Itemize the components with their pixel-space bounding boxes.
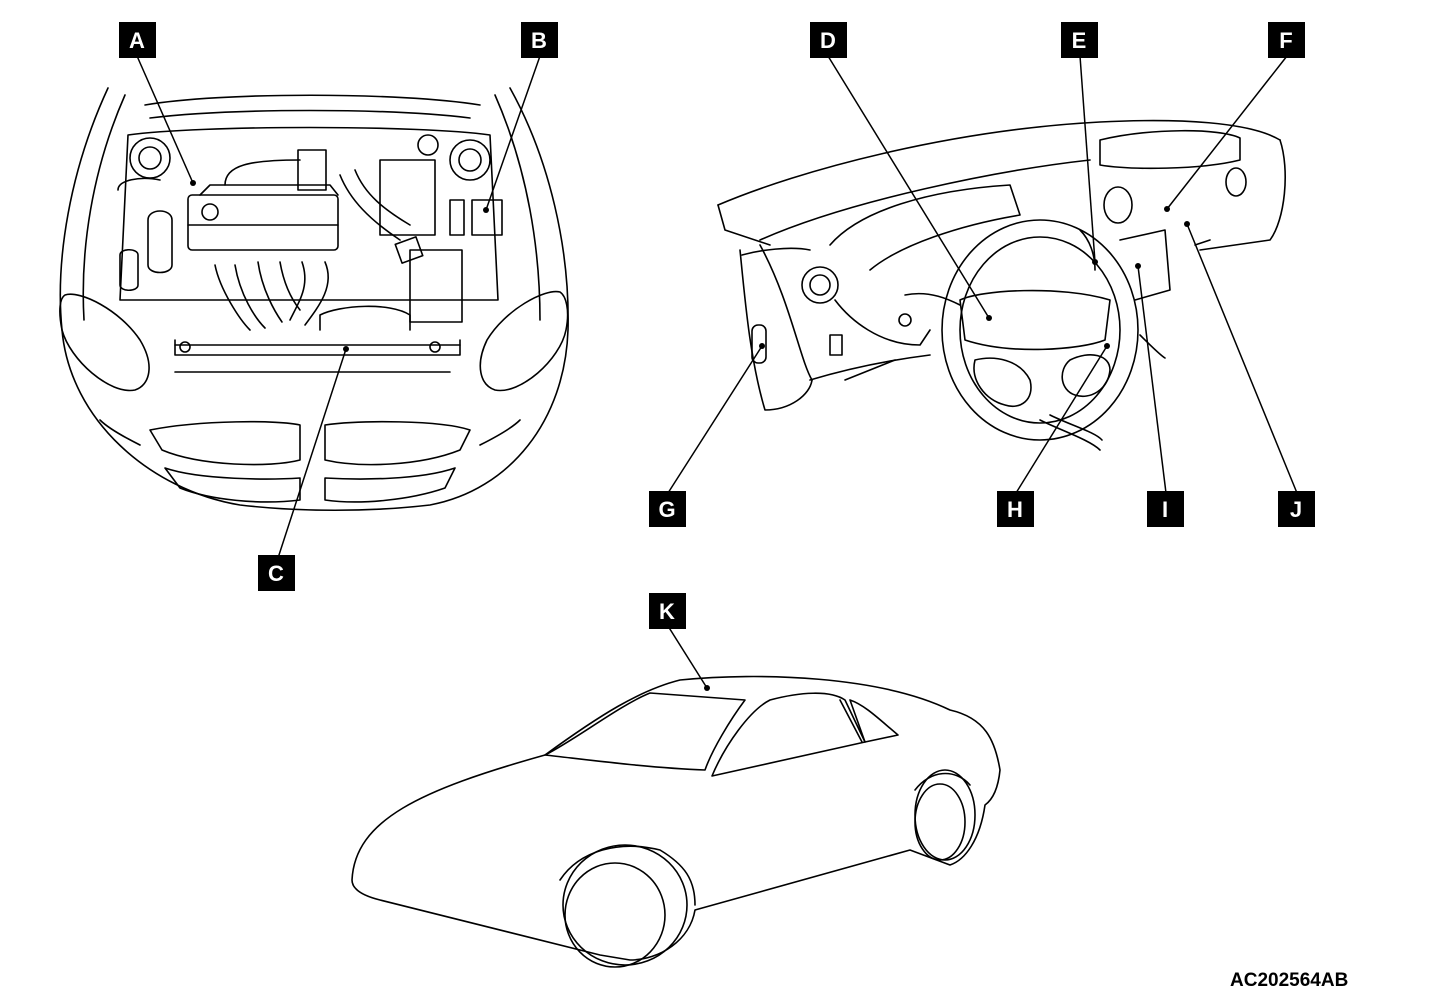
leader-dot-A xyxy=(190,180,196,186)
leader-line-E xyxy=(1079,55,1096,263)
callout-E: E xyxy=(1061,22,1098,58)
leader-dot-I xyxy=(1135,263,1141,269)
leader-dot-D xyxy=(986,315,992,321)
leader-line-A xyxy=(136,55,194,184)
callout-C-text: C xyxy=(268,561,284,586)
callout-I-text: I xyxy=(1162,497,1168,522)
leader-line-D xyxy=(827,55,990,319)
callout-F: F xyxy=(1268,22,1305,58)
instrument-panel-illustration xyxy=(717,119,1286,451)
callout-A-text: A xyxy=(129,28,145,53)
leader-line-G xyxy=(667,345,763,494)
callout-G-text: G xyxy=(658,497,675,522)
callout-K: K xyxy=(649,593,686,629)
callout-D-text: D xyxy=(820,28,836,53)
leader-dot-B xyxy=(483,207,489,213)
leader-dot-C xyxy=(343,346,349,352)
callout-F-text: F xyxy=(1279,28,1292,53)
leader-line-B xyxy=(485,55,541,211)
leader-line-K xyxy=(667,625,708,689)
callout-A: A xyxy=(119,22,156,58)
callout-I: I xyxy=(1147,491,1184,527)
callout-H: H xyxy=(997,491,1034,527)
leader-line-F xyxy=(1166,55,1288,210)
leader-line-H xyxy=(1015,345,1108,494)
callout-J: J xyxy=(1278,491,1315,527)
callout-K-text: K xyxy=(659,599,675,624)
callout-D: D xyxy=(810,22,847,58)
callout-C: C xyxy=(258,555,295,591)
engine-compartment-illustration xyxy=(59,87,569,512)
leader-line-I xyxy=(1137,265,1167,494)
leader-dot-G xyxy=(759,343,765,349)
vehicle-exterior-illustration xyxy=(351,675,1001,968)
figure-code: AC202564AB xyxy=(1230,970,1349,991)
leader-line-C xyxy=(277,348,347,559)
callout-labels: A B C D E F G H xyxy=(119,22,1315,629)
leader-lines xyxy=(136,55,1298,691)
callout-H-text: H xyxy=(1007,497,1023,522)
callout-B-text: B xyxy=(531,28,547,53)
leader-dot-J xyxy=(1184,221,1190,227)
callout-E-text: E xyxy=(1072,28,1087,53)
leader-dot-K xyxy=(704,685,710,691)
callout-J-text: J xyxy=(1290,497,1302,522)
leader-dot-H xyxy=(1104,343,1110,349)
callout-B: B xyxy=(521,22,558,58)
leader-line-J xyxy=(1186,223,1298,494)
callout-G: G xyxy=(649,491,686,527)
leader-dot-F xyxy=(1164,206,1170,212)
leader-dot-E xyxy=(1092,259,1098,265)
